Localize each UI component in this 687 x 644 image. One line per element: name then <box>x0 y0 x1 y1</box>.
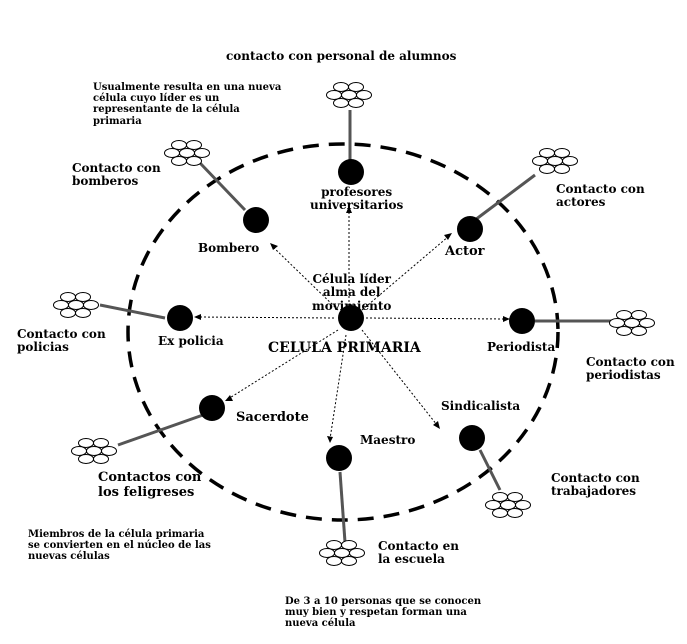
cluster-periodistas <box>609 310 655 336</box>
maestro-label: Maestro <box>360 433 416 447</box>
contact-bomberos-label: Contacto con bomberos <box>72 161 161 189</box>
sacerdote-node <box>199 395 225 421</box>
cluster-bomberos <box>164 140 210 166</box>
leader-arrows <box>197 210 507 440</box>
contact-feligreses-label: Contactos con los feligreses <box>98 470 202 500</box>
arrow-to-ex-policia <box>197 316 335 319</box>
line-sindicalista-trabajadores <box>478 449 502 491</box>
actor-node <box>457 216 483 242</box>
cluster-alumnos <box>326 82 372 108</box>
line-actor-actores <box>474 173 536 222</box>
leader-node <box>338 305 364 331</box>
maestro-node <box>326 445 352 471</box>
cluster-actores <box>532 148 578 174</box>
arrow-to-maestro <box>329 334 347 440</box>
sacerdote-label: Sacerdote <box>236 410 309 425</box>
contact-actores-label: Contacto con actores <box>556 182 645 210</box>
line-bombero-bomberos <box>198 161 247 212</box>
contact-escuela-label: Contacto en la escuela <box>378 539 459 567</box>
ex-policia-label: Ex policia <box>158 334 224 348</box>
arrow-to-bombero <box>271 245 339 311</box>
note-top: Usualmente resulta en una nueva célula c… <box>93 82 282 127</box>
line-sacerdote-feligreses <box>117 413 204 447</box>
arrowhead-maestro <box>327 436 333 443</box>
ex-policia-node <box>167 305 193 331</box>
top-label: contacto con personal de alumnos <box>226 49 457 63</box>
note-bottom-left: Miembros de la célula primaria se convie… <box>28 529 211 563</box>
arrowhead-sindicalista <box>433 421 440 429</box>
arrowhead-bombero <box>270 243 278 250</box>
arrow-to-periodista <box>365 317 507 320</box>
contact-policias-label: Contacto con policias <box>17 327 106 355</box>
actor-label: Actor <box>445 244 485 259</box>
leader-label: Célula líder alma del movimiento <box>312 272 392 313</box>
arrowhead-periodista <box>503 316 510 322</box>
profesores-label: profesores universitarios <box>310 185 404 213</box>
arrow-to-sacerdote <box>227 329 339 400</box>
cluster-policias <box>53 292 99 318</box>
periodista-label: Periodista <box>487 340 556 354</box>
note-bottom: De 3 a 10 personas que se conocen muy bi… <box>285 596 482 630</box>
cluster-feligreses <box>71 438 117 464</box>
line-policia-policias <box>99 303 166 320</box>
arrow-heads <box>194 206 510 443</box>
arrowhead-profesores <box>346 206 352 213</box>
arrowhead-sacerdote <box>225 395 233 401</box>
contact-trabajadores-label: Contacto con trabajadores <box>551 471 640 499</box>
primary-cell-label: CELULA PRIMARIA <box>268 340 421 356</box>
arrowhead-ex-policia <box>194 314 201 320</box>
sindicalista-label: Sindicalista <box>441 399 521 413</box>
periodista-node <box>509 308 535 334</box>
bombero-label: Bombero <box>198 241 260 255</box>
sindicalista-node <box>459 425 485 451</box>
member-nodes <box>167 159 535 471</box>
contact-lines <box>99 110 612 543</box>
arrow-to-actor <box>361 235 450 311</box>
line-maestro-escuela <box>338 471 347 543</box>
arrow-to-sindicalista <box>361 329 438 426</box>
cluster-escuela <box>319 540 365 566</box>
cluster-trabajadores <box>485 492 531 518</box>
contact-periodistas-label: Contacto con periodistas <box>586 355 675 383</box>
bombero-node <box>243 207 269 233</box>
profesores-node <box>338 159 364 185</box>
arrowhead-actor <box>444 233 452 240</box>
